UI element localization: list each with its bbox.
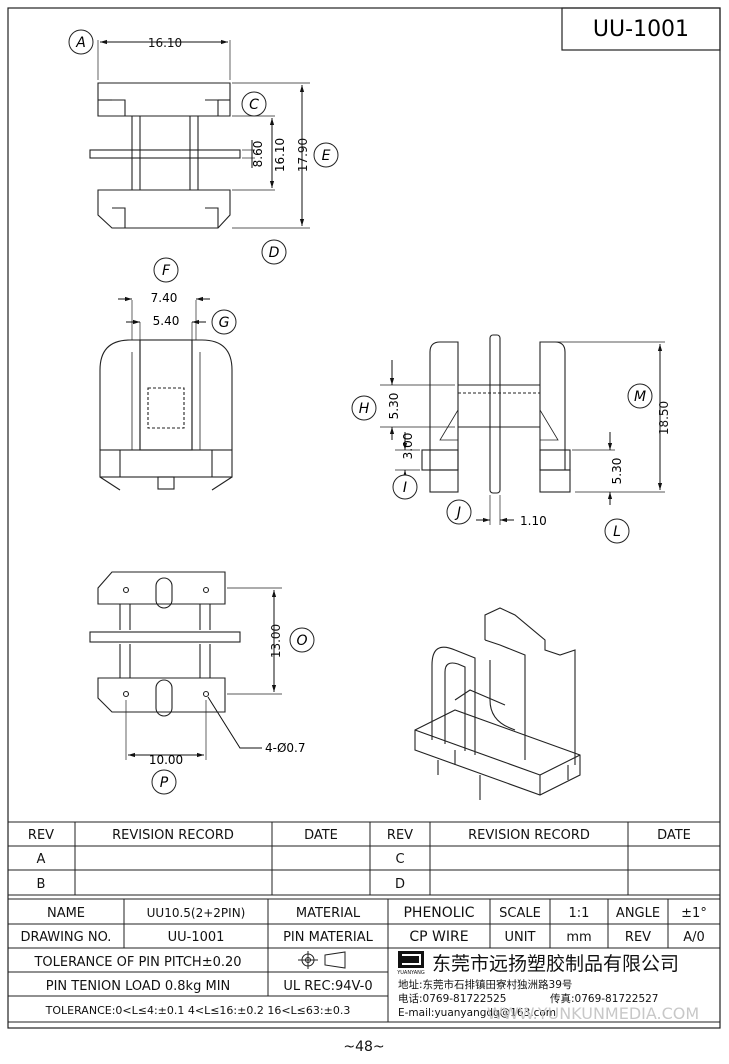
svg-text:D: D — [269, 245, 280, 261]
svg-text:I: I — [403, 480, 407, 496]
company-phone: 电话:0769-81722525 — [398, 992, 507, 1005]
scale-label: SCALE — [499, 906, 541, 921]
callout-m: M — [627, 383, 653, 409]
dim-10-00: 10.00 — [149, 753, 183, 767]
svg-text:J: J — [454, 505, 461, 521]
svg-text:L: L — [613, 524, 621, 540]
dim-1-10: 1.10 — [520, 514, 547, 528]
view-top — [89, 40, 310, 229]
callout-c: C — [241, 91, 267, 117]
revision-table — [8, 821, 720, 896]
callout-p: P — [151, 769, 177, 795]
svg-text:G: G — [219, 315, 230, 331]
company-name: 东莞市远扬塑胶制品有限公司 — [432, 953, 679, 975]
leader-pins — [207, 696, 262, 749]
rev-row-c: C — [395, 852, 404, 867]
angle-value: ±1° — [681, 906, 707, 921]
view-front — [99, 300, 233, 491]
drawing-no-label: DRAWING NO. — [21, 930, 112, 945]
callout-h: H — [351, 395, 377, 421]
svg-text:P: P — [160, 775, 169, 791]
view-bottom — [89, 571, 282, 760]
dim-pins: 4-Ø0.7 — [265, 741, 306, 755]
company-fax: 传真:0769-81722527 — [550, 992, 659, 1005]
dim-7-40: 7.40 — [151, 291, 178, 305]
callout-j: J — [446, 499, 472, 525]
pin-material-value: CP WIRE — [409, 929, 468, 945]
callout-e: E — [313, 142, 339, 168]
rev-value: A/0 — [683, 930, 705, 945]
drawing-no-value: UU-1001 — [168, 930, 225, 945]
view-side — [380, 334, 665, 525]
angle-label: ANGLE — [616, 906, 660, 921]
scale-value: 1:1 — [569, 906, 590, 921]
rev-row-b: B — [37, 877, 46, 892]
ul-rating: UL REC:94V-0 — [283, 979, 372, 994]
company-address: 地址:东莞市石排镇田寮村独洲路39号 — [398, 978, 572, 991]
company-logo: YUANYANG — [396, 951, 425, 976]
svg-text:H: H — [359, 401, 370, 417]
callout-a: A — [68, 29, 94, 55]
svg-text:A: A — [75, 35, 86, 51]
rev-label: REV — [625, 930, 651, 945]
title-block — [8, 898, 720, 1023]
revision-record-header-left: REVISION RECORD — [112, 828, 234, 843]
name-label: NAME — [47, 906, 85, 921]
rev-row-d: D — [395, 877, 405, 892]
callout-f: F — [153, 257, 179, 283]
dim-17-90: 17.90 — [296, 138, 310, 172]
dim-5-30-left: 5.30 — [387, 393, 401, 420]
svg-text:O: O — [296, 633, 307, 649]
date-header-right: DATE — [657, 828, 691, 843]
dim-top-width: 16.10 — [148, 36, 182, 50]
date-header-left: DATE — [304, 828, 338, 843]
dim-8-60: 8.60 — [251, 141, 265, 168]
name-value: UU10.5(2+2PIN) — [147, 906, 246, 920]
pin-material-label: PIN MATERIAL — [283, 930, 374, 945]
dim-16-10-v: 16.10 — [273, 138, 287, 172]
page-number: ~48~ — [343, 1039, 384, 1055]
rev-row-a: A — [37, 852, 46, 867]
dim-5-40: 5.40 — [153, 314, 180, 328]
watermark: WWW.YUNKUNMEDIA.COM — [487, 1004, 699, 1023]
callout-o: O — [289, 627, 315, 653]
revision-record-header-right: REVISION RECORD — [468, 828, 590, 843]
company-email: E-mail:yuanyangdg@163.com — [398, 1007, 556, 1019]
material-value: PHENOLIC — [403, 905, 474, 921]
dim-18-50: 18.50 — [657, 401, 671, 435]
tolerance-table: TOLERANCE:0<L≤4:±0.1 4<L≤16:±0.2 16<L≤63… — [45, 1004, 351, 1017]
dim-3-00: 3.00 — [401, 433, 415, 460]
svg-text:E: E — [322, 148, 331, 164]
rev-header-right: REV — [387, 828, 413, 843]
callout-g: G — [211, 309, 237, 335]
unit-value: mm — [566, 930, 591, 945]
part-number-box — [561, 7, 721, 51]
sheet-border — [7, 7, 721, 1029]
view-isometric — [414, 607, 581, 800]
dim-13-00: 13.00 — [269, 624, 283, 658]
callout-i: I — [392, 474, 418, 500]
logo-text: YUANYANG — [396, 970, 425, 976]
unit-label: UNIT — [504, 930, 535, 945]
callout-l: L — [604, 518, 630, 544]
callout-d: D — [261, 239, 287, 265]
projection-symbol-icon — [298, 951, 346, 969]
part-number: UU-1001 — [593, 17, 689, 42]
svg-text:F: F — [162, 263, 171, 279]
pitch-tolerance: TOLERANCE OF PIN PITCH±0.20 — [33, 955, 241, 970]
rev-header-left: REV — [28, 828, 54, 843]
material-label: MATERIAL — [296, 906, 361, 921]
dim-5-30-right: 5.30 — [610, 458, 624, 485]
svg-text:C: C — [249, 97, 259, 113]
pin-tension: PIN TENION LOAD 0.8kg MIN — [46, 979, 231, 994]
svg-text:M: M — [634, 389, 646, 405]
